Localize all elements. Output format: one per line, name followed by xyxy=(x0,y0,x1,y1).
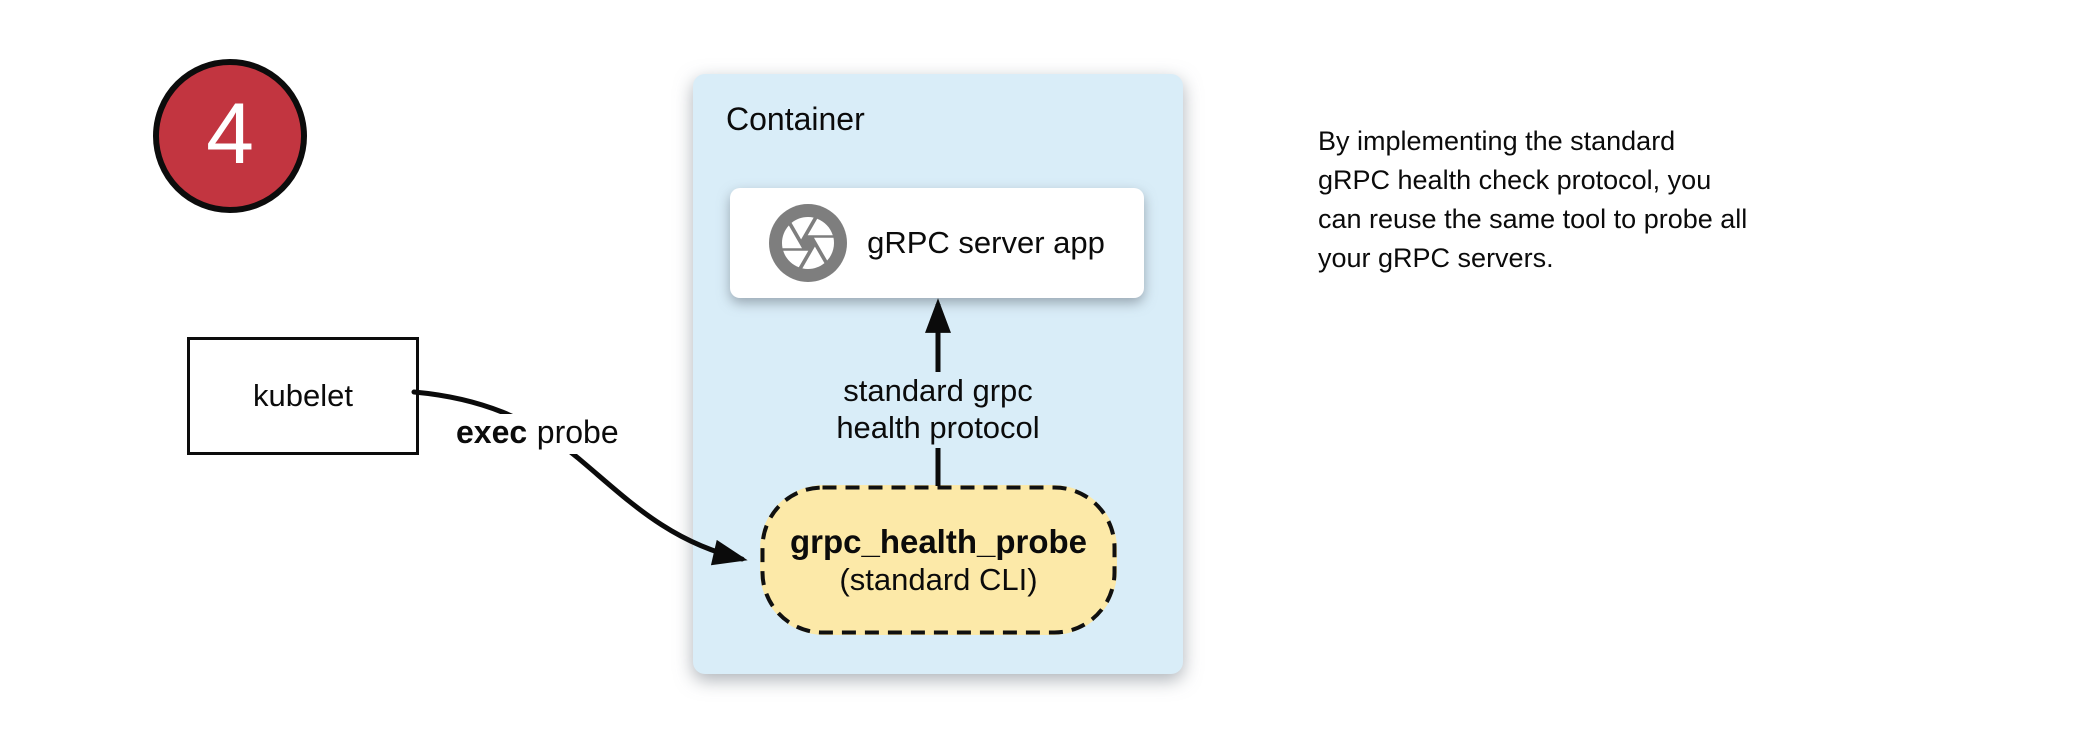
aperture-icon xyxy=(769,204,848,282)
exec-probe-label-rest: probe xyxy=(536,414,619,450)
step-badge: 4 xyxy=(153,59,307,213)
grpc-server-app-label: gRPC server app xyxy=(867,225,1105,260)
note-text: By implementing the standard gRPC health… xyxy=(1318,122,1747,278)
note-line: gRPC health check protocol, you xyxy=(1318,165,1712,195)
kubelet-box: kubelet xyxy=(187,337,419,455)
grpc-health-probe-subtitle: (standard CLI) xyxy=(839,561,1038,597)
container-label: Container xyxy=(726,101,865,137)
note-line: By implementing the standard xyxy=(1318,126,1676,156)
note-line: your gRPC servers. xyxy=(1318,243,1554,273)
health-protocol-label: standard grpc health protocol xyxy=(826,372,1050,448)
health-protocol-line1: standard grpc xyxy=(843,373,1033,408)
kubelet-label: kubelet xyxy=(253,378,353,413)
health-protocol-line2: health protocol xyxy=(836,410,1040,445)
note-line: can reuse the same tool to probe all xyxy=(1318,204,1748,234)
grpc-server-app-box: gRPC server app xyxy=(730,188,1144,298)
step-number: 4 xyxy=(206,86,254,182)
grpc-health-probe-title: grpc_health_probe xyxy=(789,522,1088,560)
grpc-health-probe-box: grpc_health_probe (standard CLI) xyxy=(760,485,1117,635)
exec-probe-label-bold: exec xyxy=(456,414,528,450)
